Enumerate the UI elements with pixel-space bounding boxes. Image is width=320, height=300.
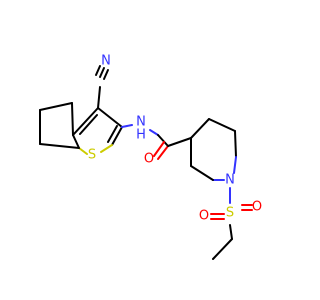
bond-carbonyl-chain <box>157 134 169 147</box>
carbonyl-double-bond <box>153 141 169 160</box>
atom-label-nitrile-n: N <box>101 54 111 69</box>
atom-label-sulfonyl-s: S <box>226 206 234 221</box>
atom-label-amide-n: N <box>136 115 146 130</box>
atom-label-thiophene-s: S <box>88 148 96 163</box>
molecule-canvas: N N H S O N S O O <box>39 54 262 260</box>
thiophene-ring <box>72 107 123 155</box>
atom-label-sulfonyl-o-right: O <box>252 200 262 215</box>
sulfonyl-double-bonds <box>210 204 253 220</box>
atom-label-sulfonyl-o-left: O <box>199 209 209 224</box>
molecule-structure: N N H S O N S O O <box>39 54 262 260</box>
bond-c3-cn <box>97 86 101 109</box>
bond-s-ch2 <box>229 224 233 240</box>
nitrile-triple-bond <box>95 65 109 80</box>
cyclopentane-ring <box>39 102 80 149</box>
atom-label-piperidine-n: N <box>225 173 235 188</box>
piperidine-ring <box>167 118 237 181</box>
atom-label-carbonyl-o: O <box>144 152 154 167</box>
atom-label-amide-h: H <box>136 128 146 143</box>
bond-ethyl <box>212 238 233 260</box>
bond-nh-co <box>149 129 159 136</box>
bond-c2-nh <box>121 124 133 128</box>
